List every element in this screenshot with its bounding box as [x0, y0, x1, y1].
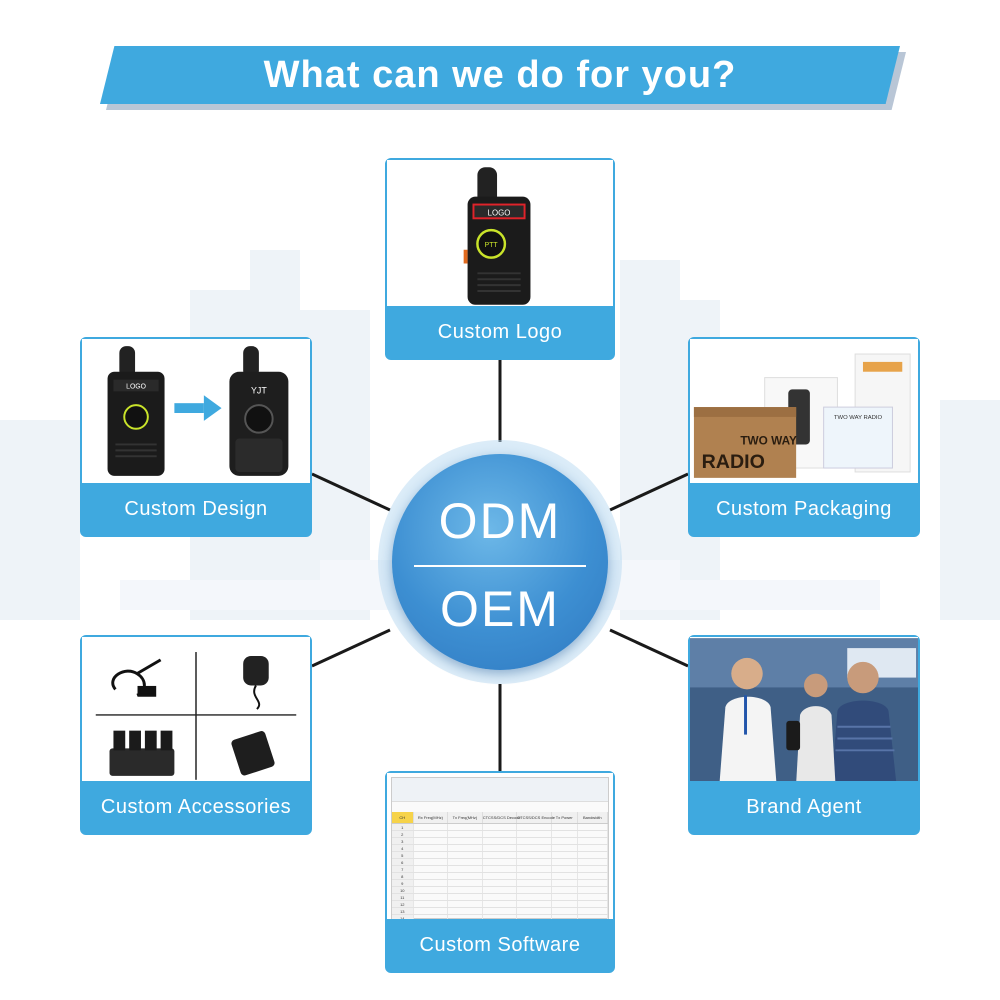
custom-packaging-label: Custom Packaging	[690, 483, 918, 535]
software-column-header: CTCSS/DCS Encode	[517, 812, 555, 823]
software-table-row: 7	[392, 866, 608, 873]
center-circle	[392, 454, 608, 670]
software-column-header: CH	[392, 812, 414, 823]
packaging-box-text-top: TWO WAY	[740, 434, 797, 447]
custom-logo-label: Custom Logo	[387, 306, 613, 358]
center-oem-text: OEM	[440, 581, 560, 637]
software-table-row: 1	[392, 824, 608, 831]
software-table-row: 4	[392, 845, 608, 852]
card-custom-logo: LOGO PTT Custom Logo	[385, 158, 615, 360]
software-column-header: Bandwidth	[578, 812, 608, 823]
design-before-logo-text: LOGO	[126, 383, 146, 390]
arrow-right-icon	[174, 395, 222, 421]
software-table-row: 6	[392, 859, 608, 866]
person-middle	[796, 673, 836, 784]
page-title: What can we do for you?	[263, 53, 737, 96]
software-table-row: 13	[392, 908, 608, 915]
center-divider	[414, 565, 586, 567]
custom-design-image: LOGO YJT	[82, 339, 310, 487]
custom-software-label: Custom Software	[387, 919, 613, 971]
header-ribbon	[100, 46, 900, 104]
person-left	[719, 657, 777, 784]
software-table-row: 3	[392, 838, 608, 845]
software-column-header: Rx Freq(MHz)	[414, 812, 449, 823]
charger-icon	[109, 730, 175, 776]
person-right	[831, 661, 897, 784]
software-column-header: Tx Power	[552, 812, 578, 823]
custom-design-label: Custom Design	[82, 483, 310, 535]
walkie-talkie-before-icon: LOGO	[107, 346, 165, 476]
software-column-header: Tx Freq(MHz)	[448, 812, 483, 823]
custom-accessories-label: Custom Accessories	[82, 781, 310, 833]
card-custom-design: LOGO YJT Custom Design	[80, 337, 312, 537]
packaging-box2-text: TWO WAY RADIO	[834, 415, 883, 421]
walkie-talkie-after-icon: YJT	[229, 346, 289, 476]
software-table-row: 8	[392, 873, 608, 880]
custom-logo-image: LOGO PTT	[387, 160, 613, 310]
custom-packaging-image: TWO WAY RADIO TWO WAY RADIO	[690, 339, 918, 487]
card-brand-agent: Brand Agent	[688, 635, 920, 835]
ptt-text: PTT	[485, 242, 499, 249]
software-table-row: 10	[392, 887, 608, 894]
software-column-header: CTCSS/DCS Decode	[483, 812, 521, 823]
packaging-box-text-brand: RADIO	[702, 451, 765, 473]
brand-agent-photo	[690, 637, 918, 785]
software-table-row: 11	[392, 894, 608, 901]
software-table-row: 2	[392, 831, 608, 838]
earpiece-icon	[111, 658, 162, 697]
software-table-row: 5	[392, 852, 608, 859]
software-table-row: 12	[392, 901, 608, 908]
speaker-mic-icon	[243, 655, 269, 710]
walkie-talkie-icon: LOGO PTT	[463, 167, 531, 305]
card-custom-accessories: Custom Accessories	[80, 635, 312, 835]
brand-agent-label: Brand Agent	[690, 781, 918, 833]
device-logo-text: LOGO	[488, 208, 511, 217]
battery-icon	[231, 731, 275, 776]
design-after-logo-text: YJT	[251, 385, 267, 395]
custom-accessories-image	[82, 637, 310, 785]
software-table-row: 9	[392, 880, 608, 887]
card-custom-packaging: TWO WAY RADIO TWO WAY RADIO Custom Packa…	[688, 337, 920, 537]
software-table-rows: 1234567891011121314	[392, 824, 608, 922]
center-odm-text: ODM	[438, 493, 562, 549]
